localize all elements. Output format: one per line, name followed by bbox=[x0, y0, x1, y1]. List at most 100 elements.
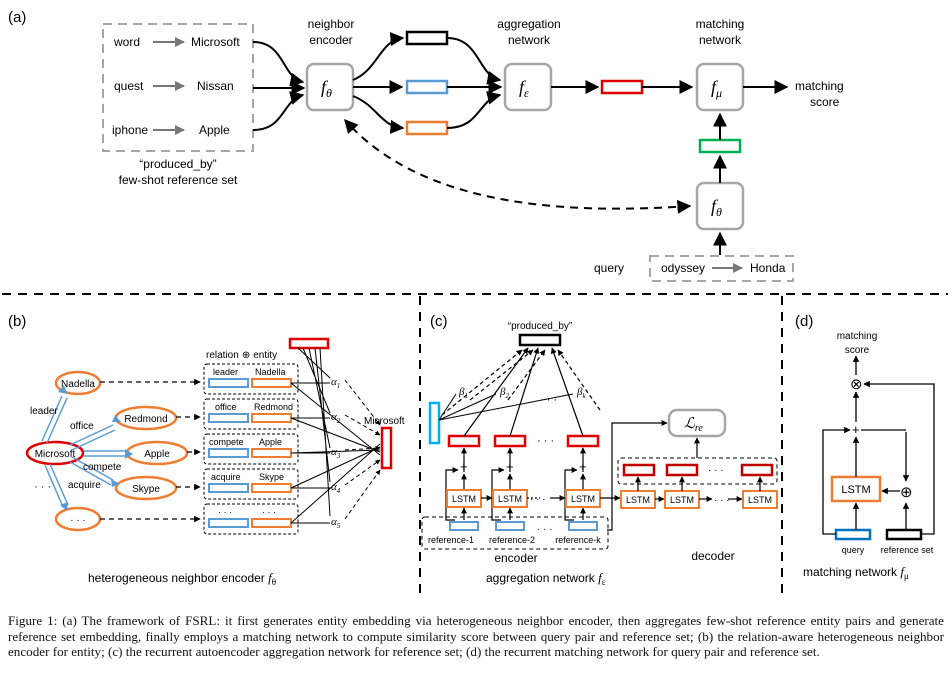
panel-d-label: (d) bbox=[795, 313, 813, 330]
alpha-1: α1 bbox=[331, 376, 340, 390]
encoder-lstm-label-k: LSTM bbox=[571, 494, 595, 504]
reference-pair-3: iphone Apple bbox=[112, 123, 230, 137]
panel-d-caption: matching network fμ bbox=[803, 564, 909, 581]
pair-box-4 bbox=[203, 468, 299, 500]
pair-row-2: office Redmond bbox=[203, 398, 299, 430]
pair-row-1: leader Nadella bbox=[203, 363, 299, 395]
neighbor-nadella bbox=[54, 370, 102, 396]
beta-weights: β1 β2 βk bbox=[458, 386, 586, 400]
pair-box-3 bbox=[203, 433, 299, 465]
reference-set-embedding bbox=[600, 79, 644, 95]
beta-arrows bbox=[463, 347, 584, 437]
output-label-2: score bbox=[810, 95, 840, 109]
query-label: query bbox=[594, 261, 624, 275]
beta-dots: · · · bbox=[540, 394, 557, 406]
aggregation-symbol: fε bbox=[519, 77, 529, 100]
query-embedding bbox=[698, 138, 742, 154]
attention-dashed-arrows bbox=[441, 349, 601, 416]
ref-to-encoder-1 bbox=[252, 41, 305, 87]
attention-weights: α1 α2 α3 α4 α5 bbox=[331, 376, 341, 530]
pair-entity-3: Apple bbox=[259, 437, 282, 447]
reference-set-relation: “produced_by” bbox=[139, 157, 216, 171]
encoder-hidden-vector bbox=[428, 401, 441, 445]
pair-relation-4: acquire bbox=[211, 472, 241, 482]
neighbor-label-3: Apple bbox=[144, 449, 170, 460]
pair-box-5 bbox=[203, 503, 299, 535]
edge-leader bbox=[41, 395, 68, 444]
encoder-output-dots: · · · bbox=[537, 435, 554, 447]
reference-label-2: reference-2 bbox=[489, 535, 535, 545]
edge-label-compete: compete bbox=[83, 462, 122, 473]
matching-lstm bbox=[830, 475, 882, 503]
panel-c-caption: aggregation network fε bbox=[486, 570, 606, 587]
neighbor-label-5: · · · bbox=[70, 515, 86, 526]
reference-pair-2: quest Nissan bbox=[114, 79, 234, 93]
pair-entity-2: Redmond bbox=[254, 402, 293, 412]
pair-row-5: · · · · · · bbox=[203, 503, 299, 535]
references-to-loss bbox=[607, 420, 668, 531]
panel-d: (d) matching score ⊗ + LSTM ⊕ query refe… bbox=[795, 313, 935, 581]
beta-1: β1 bbox=[458, 386, 468, 400]
encoder-output-1 bbox=[447, 434, 481, 448]
alpha-4: α4 bbox=[331, 481, 341, 495]
decoder-lstm-dots: · · · bbox=[714, 495, 730, 506]
relation-embed-1 bbox=[208, 378, 249, 388]
relation-embed-5 bbox=[208, 518, 249, 528]
edge-label-dots: · · · bbox=[34, 481, 51, 493]
decoder-output-1 bbox=[622, 463, 656, 477]
panel-a: (a) word Microsoft quest Nissan iphone A… bbox=[8, 9, 844, 282]
entity-embed-4 bbox=[251, 483, 292, 493]
matching-lstm-label: LSTM bbox=[841, 484, 870, 496]
relation-edges bbox=[41, 395, 125, 508]
neighbor-label-2: Redmond bbox=[124, 414, 167, 425]
panel-b: (b) Nadella Redmond Apple Skype · · · Mi… bbox=[8, 313, 405, 587]
decoder-lstm-label-2: LSTM bbox=[670, 495, 694, 505]
query-encoder-symbol: fθ bbox=[711, 196, 722, 219]
edge-acquire bbox=[69, 456, 114, 486]
encoder-lstm-label-2: LSTM bbox=[498, 494, 522, 504]
relation-embed-2 bbox=[208, 413, 249, 423]
query-vector bbox=[834, 528, 872, 541]
otimes-node: ⊗ bbox=[850, 376, 863, 393]
pair-row-3: compete Apple bbox=[203, 433, 299, 465]
aggregation-label-1: aggregation bbox=[497, 17, 560, 31]
edge-label-leader: leader bbox=[30, 406, 58, 417]
reference-to-otimes bbox=[863, 380, 935, 535]
ref-tail-3: Apple bbox=[199, 123, 230, 137]
decoder-lstm-label-k: LSTM bbox=[748, 495, 772, 505]
beta-2: β2 bbox=[499, 386, 509, 400]
entity-embed-5 bbox=[251, 518, 292, 528]
decoder-lstm-label-1: LSTM bbox=[626, 495, 650, 505]
matching-score-label-1: matching bbox=[837, 331, 878, 342]
plus-node: + bbox=[852, 422, 860, 437]
reference-label-k: reference-k bbox=[555, 535, 601, 545]
encoder-to-embed-3 bbox=[352, 95, 405, 134]
reconstruction-loss: ℒre bbox=[684, 416, 703, 434]
entity-embedding-output bbox=[380, 426, 393, 470]
hidden-link-3 bbox=[438, 393, 574, 421]
entity-embed-2 bbox=[251, 413, 292, 423]
relation-embed-4 bbox=[208, 483, 249, 493]
embedding-black bbox=[405, 30, 449, 46]
edge-label-office: office bbox=[70, 421, 94, 432]
ref-tail-1: Microsoft bbox=[191, 35, 240, 49]
weighted-sum-arrows bbox=[344, 379, 381, 520]
matching-network-label-2: network bbox=[699, 33, 742, 47]
query-skip-connection bbox=[822, 426, 851, 535]
neighbor-skype bbox=[114, 475, 178, 501]
panel-c: (c) “produced_by” · · · β1 β2 βk bbox=[421, 313, 778, 587]
references-box bbox=[421, 516, 609, 550]
matching-score-label-2: score bbox=[845, 345, 870, 356]
pair-box-2 bbox=[203, 398, 299, 430]
framework-figure: (a) word Microsoft quest Nissan iphone A… bbox=[2, 9, 948, 600]
pair-row-4: acquire Skype bbox=[203, 468, 299, 500]
encoder-to-embed-1 bbox=[352, 32, 405, 81]
decoder-output-dots: · · · bbox=[708, 465, 724, 476]
relation-label: “produced_by” bbox=[508, 321, 572, 332]
alpha-2: α2 bbox=[331, 411, 341, 425]
encoder-label: encoder bbox=[494, 551, 537, 565]
beta-k: βk bbox=[576, 386, 586, 400]
output-entity-label: Microsoft bbox=[364, 416, 405, 427]
panel-b-label: (b) bbox=[8, 313, 26, 330]
pair-box-1 bbox=[203, 363, 299, 395]
